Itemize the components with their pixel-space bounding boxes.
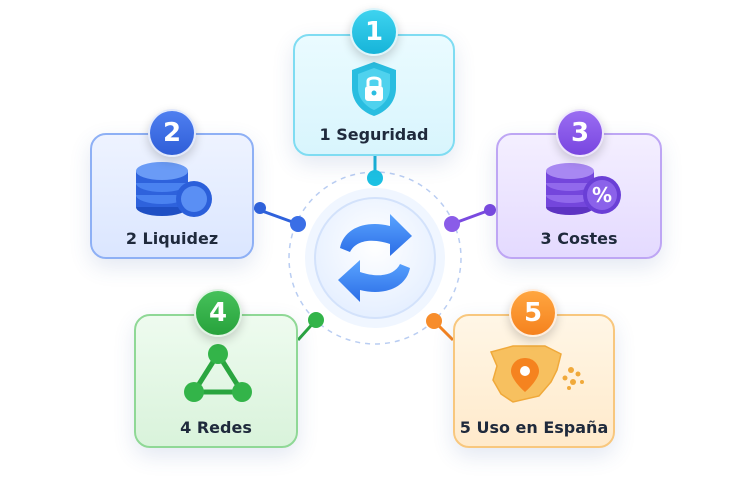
coin-stack-icon xyxy=(136,162,212,217)
network-nodes-icon xyxy=(184,344,252,402)
shield-lock-icon xyxy=(352,62,396,116)
connector-dot-1 xyxy=(367,170,383,186)
connector-dot-2a xyxy=(254,202,266,214)
connector-dot-4 xyxy=(308,312,324,328)
connector-dot-5 xyxy=(426,313,442,329)
hub xyxy=(314,197,436,319)
connector-dot-3a xyxy=(444,216,460,232)
percent-coin-stack-icon: % xyxy=(546,163,621,215)
step-badge-1: 1 xyxy=(350,8,398,56)
step-badge-2: 2 xyxy=(148,109,196,157)
step-label-4: 4 Redes xyxy=(180,418,252,437)
spain-map-pin-icon xyxy=(489,345,584,403)
connector-dot-3b xyxy=(484,204,496,216)
step-badge-4: 4 xyxy=(194,289,242,337)
svg-text:%: % xyxy=(592,183,612,207)
step-badge-5: 5 xyxy=(509,289,557,337)
connector-dot-2b xyxy=(290,216,306,232)
sync-arrows-icon xyxy=(338,214,412,302)
step-card-1: 1 Seguridad xyxy=(293,34,455,156)
step-label-1: 1 Seguridad xyxy=(319,125,429,144)
step-label-5: 5 Uso en España xyxy=(459,418,609,437)
step-badge-3: 3 xyxy=(556,109,604,157)
step-label-3: 3 Costes xyxy=(540,229,618,248)
step-label-2: 2 Liquidez xyxy=(125,229,219,248)
